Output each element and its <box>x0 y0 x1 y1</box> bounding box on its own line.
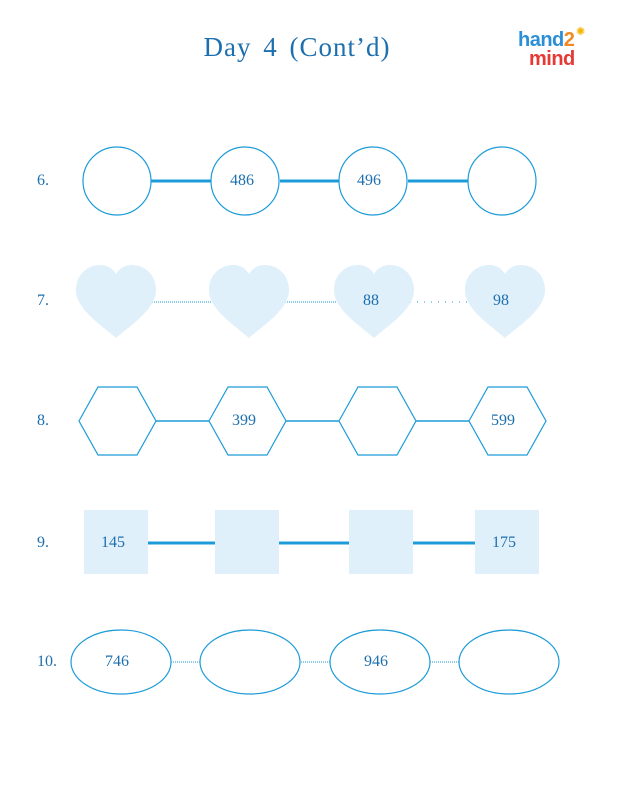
row-6-shapes <box>82 146 537 216</box>
logo-text-top: hand2 <box>518 29 575 51</box>
row-7-value-3: 88 <box>363 292 379 309</box>
row-number-6: 6. <box>37 172 49 189</box>
row-8-value-4: 599 <box>491 412 515 429</box>
row-number-9: 9. <box>37 534 49 551</box>
brand-logo: ✺ hand2 mind <box>518 22 596 70</box>
row-8-hexagon-4[interactable] <box>468 386 547 456</box>
row-9-square-3[interactable] <box>349 510 413 574</box>
row-number-7: 7. <box>37 292 49 309</box>
row-9-value-4: 175 <box>492 534 516 551</box>
logo-burst-icon: ✺ <box>576 26 586 38</box>
row-10-value-3: 946 <box>364 653 388 670</box>
row-10-ellipse-2[interactable] <box>199 629 301 695</box>
row-6-circle-1[interactable] <box>82 146 152 216</box>
row-9-square-1[interactable] <box>84 510 148 574</box>
row-8-hexagon-2[interactable] <box>208 386 287 456</box>
row-10-ellipse-1[interactable] <box>70 629 172 695</box>
row-10-ellipse-4[interactable] <box>458 629 560 695</box>
row-10-shapes <box>70 629 560 695</box>
row-9-square-2[interactable] <box>215 510 279 574</box>
row-8-shapes <box>78 386 547 456</box>
row-8-hexagon-1[interactable] <box>78 386 157 456</box>
row-7-heart-3[interactable] <box>334 265 414 338</box>
row-6-value-2: 486 <box>230 172 254 189</box>
page-title: Day 4 (Cont’d) <box>203 32 391 62</box>
row-6-circle-2[interactable] <box>210 146 280 216</box>
row-8-value-2: 399 <box>232 412 256 429</box>
row-7-value-4: 98 <box>493 292 509 309</box>
row-10-value-1: 746 <box>105 653 129 670</box>
row-7-heart-1[interactable] <box>76 265 156 338</box>
row-8-hexagon-3[interactable] <box>338 386 417 456</box>
row-number-10: 10. <box>37 653 57 670</box>
row-6-circle-4[interactable] <box>467 146 537 216</box>
logo-text-bottom: mind <box>529 48 575 70</box>
row-9-square-4[interactable] <box>475 510 539 574</box>
row-10-ellipse-3[interactable] <box>329 629 431 695</box>
row-6-value-3: 496 <box>357 172 381 189</box>
row-number-8: 8. <box>37 412 49 429</box>
row-7-shapes <box>76 265 545 338</box>
row-7-heart-2[interactable] <box>209 265 289 338</box>
row-9-shapes <box>84 510 539 574</box>
row-9-value-1: 145 <box>101 534 125 551</box>
row-7-heart-4[interactable] <box>465 265 545 338</box>
row-6-circle-3[interactable] <box>338 146 408 216</box>
